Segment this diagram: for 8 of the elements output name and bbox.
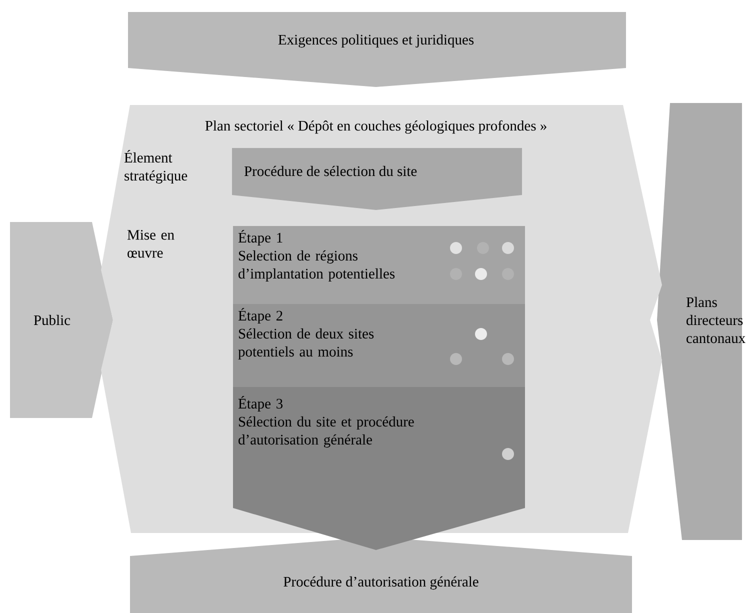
step-box: Étape 3 Sélection du site et procédure d’autorisation générale [233,387,525,550]
step-box: Étape 2 Sélection de deux sites potentiels au moins [233,304,525,387]
arrow-box: Procédure de sélection du site [232,148,522,210]
arrow-band: Exigences politiques et juridiques [128,12,626,87]
step-box: Étape 1 Selection de régions d’implantation potentielles [233,226,525,304]
row-label: Mise en œuvre [127,230,174,258]
arrow-band: Procédure d’autorisation générale [130,537,632,613]
row-label: Élement stratégique [124,150,188,184]
